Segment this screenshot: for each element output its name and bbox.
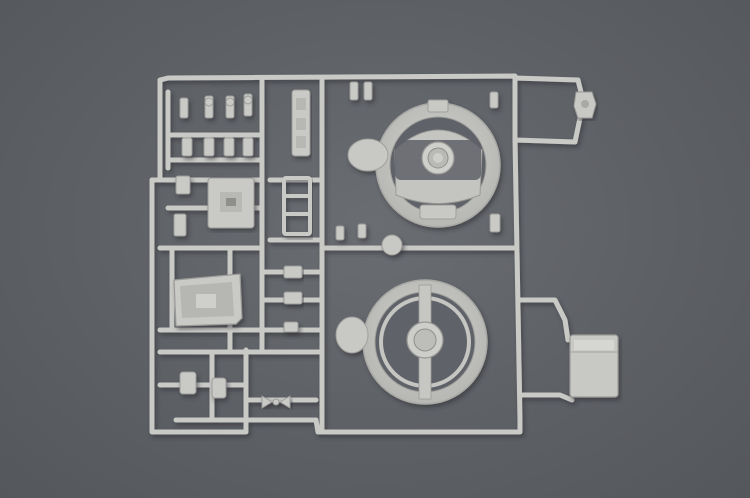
tall-part: [291, 89, 311, 157]
housing-part: [173, 273, 243, 327]
small-parts-middle: [283, 265, 303, 333]
small-parts-top-left: [179, 93, 254, 157]
ladder-part: [282, 176, 312, 236]
sprue-frame: [149, 73, 585, 435]
small-parts-left: [173, 175, 227, 399]
hook-part: [573, 91, 597, 119]
plate-part: [207, 177, 255, 229]
lower-hatch-ring: [335, 234, 488, 405]
box-part: [569, 334, 619, 398]
upper-hatch-ring: [347, 99, 501, 228]
clip-parts: [335, 81, 501, 241]
bowtie-parts: [261, 395, 291, 409]
